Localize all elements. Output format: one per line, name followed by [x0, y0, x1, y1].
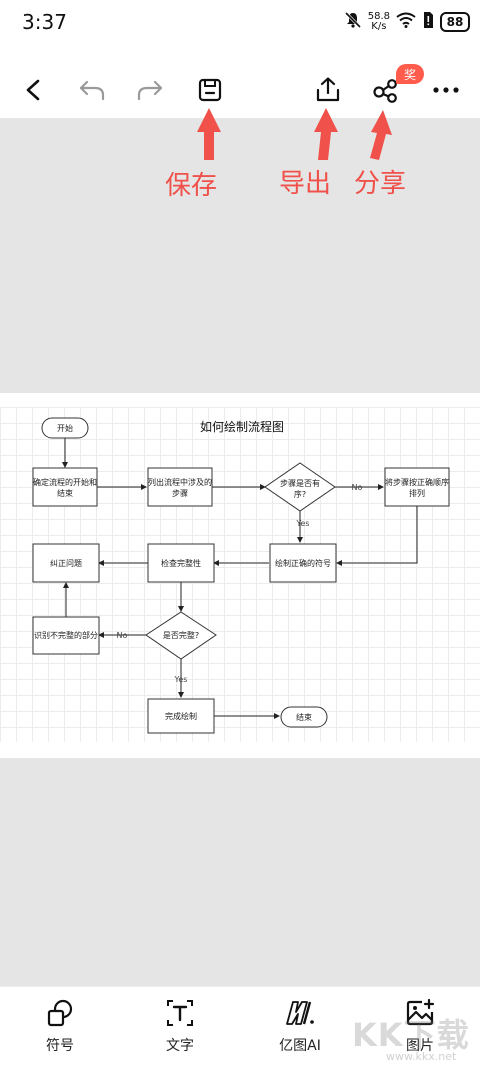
status-bar: 3:37 58.8 K/s 88: [0, 0, 480, 46]
node-reorder-label-2: 排列: [409, 488, 425, 498]
save-icon: [198, 78, 222, 102]
tab-image-label: 图片: [406, 1038, 434, 1054]
more-dots-icon: [433, 87, 459, 93]
redo-icon: [137, 80, 163, 101]
node-draw-label: 绘制正确的符号: [275, 558, 331, 568]
tab-image[interactable]: 图片: [375, 997, 465, 1059]
flowchart-title: 如何绘制流程图: [200, 419, 284, 434]
watermark-url: www.kkx.net: [386, 1050, 457, 1063]
undo-icon: [79, 80, 105, 101]
tab-symbols-label: 符号: [46, 1038, 74, 1054]
export-button[interactable]: [308, 70, 348, 110]
mute-bell-icon: [344, 11, 362, 33]
bottom-tool-bar: 符号 文字 亿图AI 图片: [0, 986, 480, 1066]
node-end[interactable]: [280, 706, 328, 728]
node-list-label-2: 步骤: [172, 489, 188, 498]
node-ordered-label-2: 序?: [294, 489, 306, 499]
shapes-icon: [44, 997, 76, 1029]
edge-label-no-1: No: [352, 483, 363, 492]
image-add-icon: [404, 997, 436, 1029]
more-button[interactable]: [426, 70, 466, 110]
edge-reorder-draw: [336, 505, 418, 566]
net-speed-value: 58.8: [367, 11, 390, 22]
sim-alert-icon: [422, 11, 434, 33]
node-start-label: 开始: [57, 423, 73, 433]
status-icons: 58.8 K/s 88: [344, 8, 470, 36]
node-reorder-steps[interactable]: [384, 467, 450, 507]
node-list-label-1: 列出流程中涉及的: [148, 477, 212, 487]
export-icon: [316, 77, 340, 102]
text-icon: [164, 997, 196, 1029]
node-complete-label: 是否完整?: [163, 630, 199, 640]
tab-ai[interactable]: 亿图AI: [255, 997, 345, 1059]
node-fix-label: 纠正问题: [50, 559, 82, 568]
edge-label-no-2: No: [117, 631, 128, 640]
flowchart-svg: 如何绘制流程图 No Yes No Yes: [32, 417, 450, 734]
tab-ai-label: 亿图AI: [279, 1038, 321, 1054]
canvas-separator: [0, 393, 480, 407]
node-finish-drawing[interactable]: [147, 698, 215, 734]
annotation-arrows: [197, 108, 392, 160]
node-check-label: 检查完整性: [161, 558, 201, 568]
node-define-label-2: 结束: [57, 488, 73, 498]
node-define-start-end[interactable]: [32, 467, 98, 507]
node-complete-decision[interactable]: [145, 611, 217, 660]
node-reorder-label-1: 将步骤按正确顺序: [385, 477, 449, 487]
node-check-complete[interactable]: [147, 543, 215, 583]
status-time: 3:37: [22, 10, 67, 34]
share-reward-badge: 奖: [396, 64, 424, 84]
node-define-label-1: 确定流程的开始和: [33, 477, 97, 487]
node-finish-label: 完成绘制: [165, 711, 197, 721]
ai-icon: [284, 997, 316, 1029]
save-button[interactable]: [190, 70, 230, 110]
share-callout-label: 分享: [354, 169, 407, 199]
node-identify-label: 识别不完整的部分: [34, 630, 98, 640]
redo-button[interactable]: [130, 70, 170, 110]
back-button[interactable]: [14, 70, 54, 110]
tab-symbols[interactable]: 符号: [15, 997, 105, 1059]
export-arrow: [314, 108, 338, 160]
node-ordered-decision[interactable]: [264, 462, 336, 512]
export-callout-label: 导出: [279, 169, 332, 199]
wifi-icon: [396, 12, 416, 32]
node-start[interactable]: [41, 417, 89, 439]
share-arrow: [370, 110, 392, 160]
edge-label-yes-2: Yes: [174, 675, 188, 684]
battery-indicator: 88: [440, 12, 470, 32]
back-arrow-icon: [26, 79, 40, 101]
share-icon: [373, 79, 397, 103]
node-end-label: 结束: [296, 712, 312, 722]
net-speed-unit: K/s: [371, 21, 387, 32]
net-speed: 58.8 K/s: [368, 12, 390, 32]
canvas-gap: [0, 742, 480, 758]
share-button[interactable]: [366, 70, 406, 110]
node-ordered-label-1: 步骤是否有: [280, 478, 320, 488]
canvas-empty-area-top[interactable]: [0, 118, 480, 393]
node-fix-issue[interactable]: [32, 543, 100, 583]
tab-text[interactable]: 文字: [135, 997, 225, 1059]
node-draw-symbols[interactable]: [269, 543, 337, 583]
node-identify-incomplete[interactable]: [32, 616, 100, 655]
save-arrow: [197, 108, 221, 160]
edge-label-yes-1: Yes: [296, 519, 310, 528]
node-list-steps[interactable]: [147, 467, 213, 507]
undo-button[interactable]: [72, 70, 112, 110]
save-callout-label: 保存: [165, 171, 218, 201]
watermark-text: KK下载: [352, 1016, 470, 1054]
flowchart-page[interactable]: 如何绘制流程图 No Yes No Yes: [0, 407, 480, 742]
canvas-empty-area-bottom[interactable]: [0, 758, 480, 986]
tab-text-label: 文字: [166, 1038, 194, 1054]
